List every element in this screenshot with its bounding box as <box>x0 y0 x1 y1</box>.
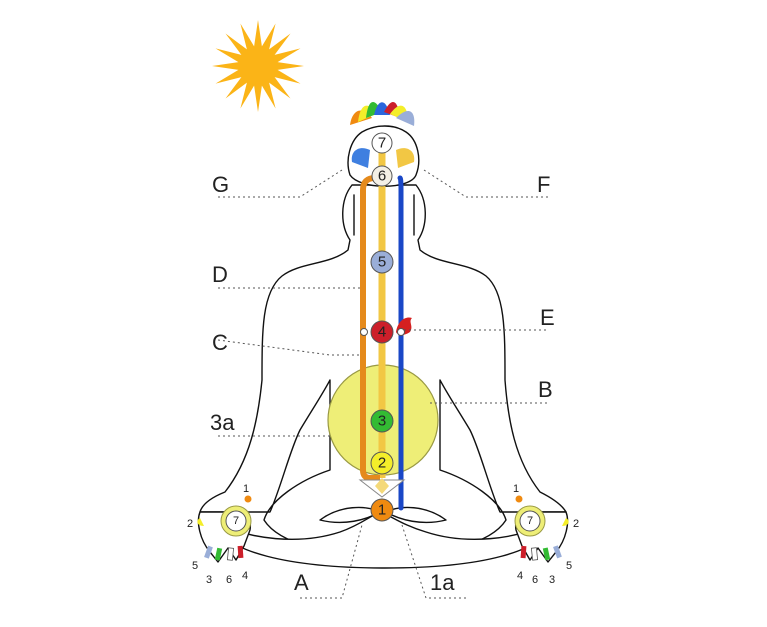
lotus-crown-icon <box>350 101 415 168</box>
left-hand-chakra: 7 1 2 5 3 6 4 <box>187 483 252 586</box>
left-finger-5: 5 <box>192 560 198 572</box>
label-f: F <box>537 172 550 197</box>
right-finger-4: 4 <box>517 570 523 582</box>
chakra-4-number: 4 <box>378 324 386 341</box>
chakra-1-number: 1 <box>378 502 386 519</box>
chakra-6-number: 6 <box>378 168 386 185</box>
chakra-7-circle <box>371 132 393 154</box>
pingala-node <box>397 328 405 336</box>
chakra-6-circle <box>371 165 393 187</box>
chakra-3-circle <box>370 409 394 433</box>
label-b: B <box>538 377 553 402</box>
label-d: D <box>212 262 228 287</box>
left-finger-4: 4 <box>242 570 248 582</box>
label-e: E <box>540 305 555 330</box>
label-c: C <box>212 330 228 355</box>
chakra-3-number: 3 <box>378 413 386 430</box>
chakra-2-circle <box>370 451 394 475</box>
right-finger-6: 6 <box>532 574 538 586</box>
ida-return <box>360 469 380 481</box>
right-finger-1: 1 <box>513 483 519 495</box>
left-finger-2: 2 <box>187 518 193 530</box>
left-finger-1: 1 <box>243 483 249 495</box>
moon-icon <box>480 44 532 96</box>
pingala-channel <box>397 175 404 511</box>
sun-icon <box>212 20 304 112</box>
leader-lines <box>217 169 548 599</box>
label-a: A <box>294 570 309 595</box>
base-diamond-icon <box>375 478 389 494</box>
label-1a: 1a <box>430 570 455 595</box>
right-finger-2: 2 <box>573 518 579 530</box>
right-finger-3: 3 <box>549 574 555 586</box>
right-finger-5: 5 <box>566 560 572 572</box>
chakra-2-number: 2 <box>378 455 386 472</box>
right-hand-chakra: 7 1 2 4 6 3 5 <box>513 483 579 586</box>
chakra-5-circle <box>370 250 394 274</box>
label-g: G <box>212 172 229 197</box>
left-finger-3: 3 <box>206 574 212 586</box>
chakra-1-circle <box>370 498 394 522</box>
left-finger-6: 6 <box>226 574 232 586</box>
chakra-column: 1 2 3 4 5 6 7 <box>370 132 394 522</box>
right-palm-number: 7 <box>527 515 533 527</box>
chakra-7-number: 7 <box>378 135 386 152</box>
ida-node <box>360 328 368 336</box>
left-palm-number: 7 <box>233 515 239 527</box>
chakra-5-number: 5 <box>378 254 386 271</box>
chakra-4-circle <box>370 320 394 344</box>
label-3a: 3a <box>210 410 235 435</box>
